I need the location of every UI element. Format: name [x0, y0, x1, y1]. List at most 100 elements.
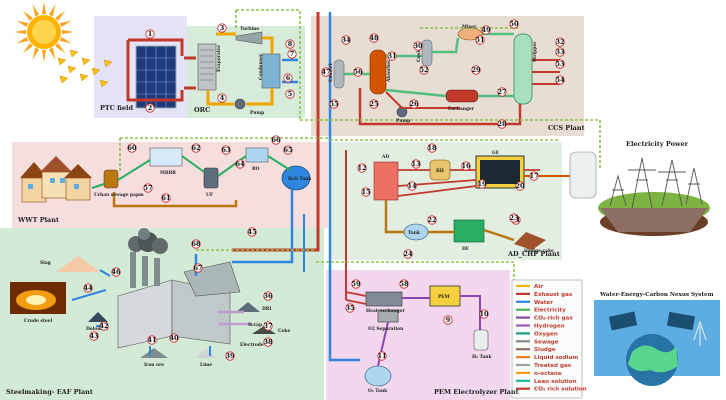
df-label: DF [462, 247, 470, 252]
stream-badge [377, 351, 387, 361]
h2o-tank-icon [281, 165, 311, 191]
stream-number-43: 43 [89, 332, 99, 340]
iron-ore-pile-icon [140, 348, 168, 358]
ptc-solar-panels [135, 45, 177, 109]
ptc-region-label: PTC field [100, 104, 133, 112]
stream-badge [555, 47, 565, 57]
cooler1-icon [333, 59, 345, 89]
stream-number-63: 63 [221, 146, 231, 154]
lime-label: Lime [200, 363, 212, 368]
stream-badge [83, 283, 93, 293]
heat-exchanger-label: Heat exchanger [366, 309, 406, 314]
stream-number-59: 59 [351, 280, 361, 288]
stream-number-65: 65 [283, 146, 293, 154]
stream-badge [321, 67, 331, 77]
pem-region-label: PEM Electrolyzer Plant [434, 388, 519, 396]
stream-number-48: 48 [369, 34, 379, 42]
uf-icon [203, 167, 219, 189]
turbine-icon [235, 31, 263, 45]
stream-number-41: 41 [147, 336, 156, 344]
slag-pile-icon [56, 256, 100, 272]
stream-badge [145, 103, 155, 113]
stream-badge [169, 333, 179, 343]
stream-badge [283, 145, 293, 155]
stream-badge [399, 279, 409, 289]
stream-number-64: 64 [235, 160, 245, 168]
stream-badge [111, 267, 121, 277]
stream-number-27: 27 [497, 88, 506, 96]
stream-number-35: 35 [345, 304, 355, 312]
crude-steel-label: Crude steel [24, 319, 52, 324]
stream-badge [477, 179, 487, 189]
stream-badge [217, 93, 227, 103]
stream-number-2: 2 [148, 104, 153, 112]
exchanger-icon [445, 89, 479, 103]
stream-badge [555, 75, 565, 85]
mbbr-icon [149, 147, 183, 167]
stream-number-50: 50 [509, 20, 519, 28]
dolomite-pile-icon [88, 312, 108, 322]
stream-badge [413, 41, 423, 51]
stream-number-51: 51 [475, 36, 484, 44]
stream-badge [341, 35, 351, 45]
condenser-icon [261, 53, 281, 89]
legend-item-label: Liquid sodium [534, 355, 578, 361]
evaporator-icon [197, 43, 217, 91]
h2o-tank-label: H₂O Tank [288, 177, 312, 182]
stream-badge [191, 239, 201, 249]
stream-number-23: 23 [509, 214, 519, 222]
o2-tank-icon [364, 365, 392, 387]
dri-pile-icon [236, 302, 260, 312]
stream-badge [217, 23, 227, 33]
houses-icon [20, 156, 92, 203]
stream-badge [419, 65, 429, 75]
stream-badge [369, 33, 379, 43]
cooler2-icon [421, 39, 433, 67]
dolomite-label: Dolomite [86, 327, 109, 332]
ccs-region [311, 16, 584, 136]
stream-number-53: 53 [555, 60, 565, 68]
stream-number-52: 52 [419, 66, 428, 74]
stream-number-28: 28 [497, 120, 507, 128]
stream-number-17: 17 [529, 172, 538, 180]
ge-label: GE [492, 151, 500, 156]
stripper-icon [513, 33, 533, 105]
stream-number-8: 8 [288, 40, 293, 48]
stream-number-39: 39 [225, 352, 235, 360]
stream-number-49: 49 [481, 26, 491, 34]
stream-number-66: 66 [271, 136, 281, 144]
stream-number-57: 57 [143, 184, 152, 192]
urban-sewage-pump-icon [103, 169, 119, 189]
stream-badge [285, 89, 295, 99]
stream-number-5: 5 [288, 90, 293, 98]
stream-number-45: 45 [247, 228, 257, 236]
stream-badge [361, 187, 371, 197]
ad-icon [373, 161, 399, 201]
legend-item-label: CO₂-rich gas [534, 316, 573, 322]
cooler2-label: Cooler2 [417, 43, 422, 62]
stream-number-26: 26 [409, 100, 419, 108]
ad-label: AD [381, 155, 389, 160]
slag-label: Slag [40, 261, 51, 266]
wecn-title: Water-Energy-Carbon Nexus System [599, 292, 714, 298]
stream-number-12: 12 [357, 164, 366, 172]
stream-badge [353, 67, 363, 77]
condenser-label: Condenser [259, 53, 264, 80]
stream-badge [145, 29, 155, 39]
stream-number-61: 61 [161, 194, 170, 202]
orc-pump-icon [234, 98, 246, 110]
legend-item-label: Sludge [534, 347, 556, 353]
stream-number-67: 67 [193, 264, 202, 272]
tank-label: Tank [408, 231, 421, 236]
eaf-region-label: Steelmaking- EAF Plant [6, 388, 93, 396]
stream-badge [263, 291, 273, 301]
stream-badge [515, 181, 525, 191]
electrode-label: Electrode [240, 343, 264, 348]
stream-number-47: 47 [321, 68, 330, 76]
turbine-label: Turbine [240, 27, 259, 32]
ccs-region-label: CCS Plant [548, 124, 585, 132]
bh-label: BH [436, 169, 444, 174]
stream-number-60: 60 [127, 144, 137, 152]
stream-badge [161, 193, 171, 203]
